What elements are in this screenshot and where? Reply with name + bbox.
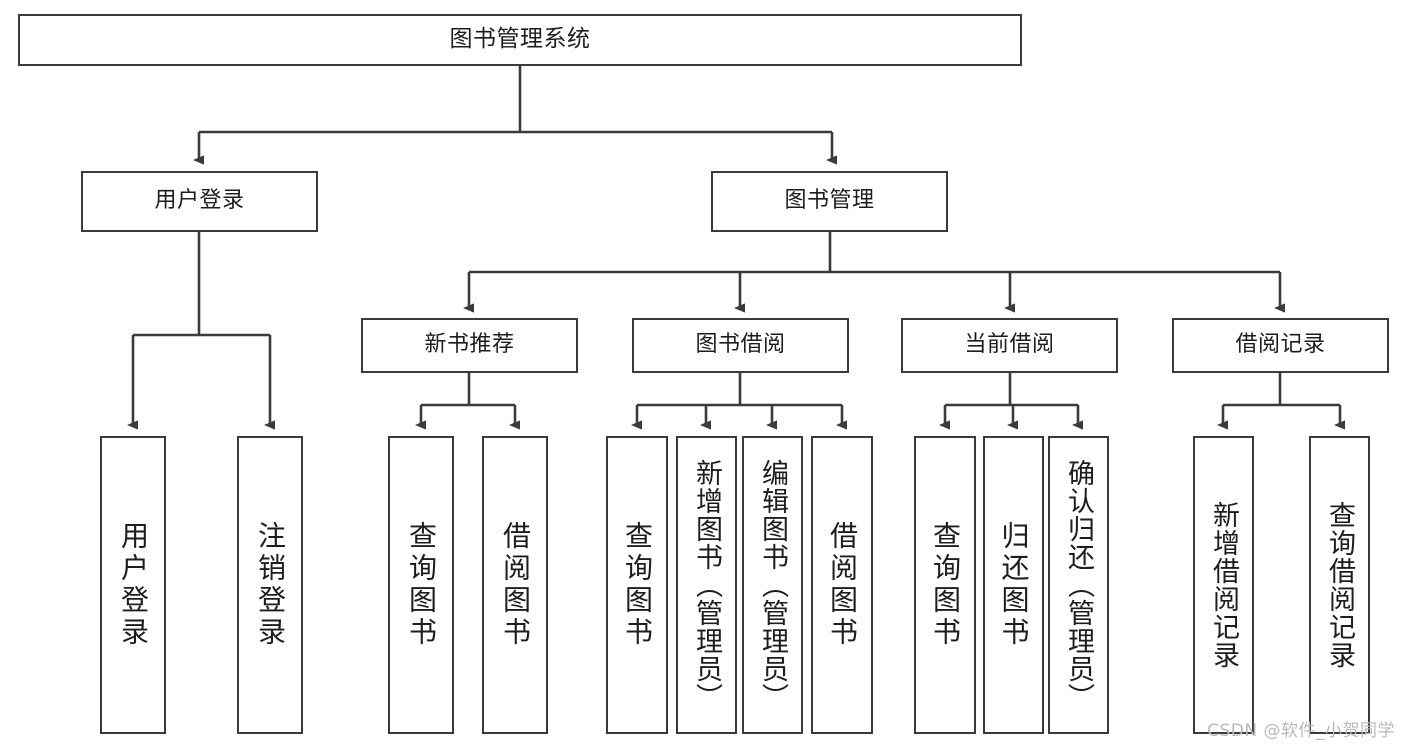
node-label: 图书管理系统 bbox=[449, 26, 591, 53]
node-leaf-query-borrow-record[interactable]: 查询借阅记录 bbox=[1309, 436, 1370, 734]
watermark: CSDN @软件_小贺同学 bbox=[1207, 721, 1395, 741]
node-book-borrow[interactable]: 图书借阅 bbox=[632, 318, 849, 373]
node-leaf-query-book-borrow[interactable]: 查询图书 bbox=[606, 436, 668, 734]
node-label: 借阅图书 bbox=[826, 521, 859, 649]
node-label: 借阅记录 bbox=[1235, 332, 1326, 358]
node-user-login[interactable]: 用户登录 bbox=[81, 171, 318, 232]
node-label: 当前借阅 bbox=[964, 332, 1055, 358]
node-label: 查询借阅记录 bbox=[1324, 501, 1355, 669]
node-label: 新增借阅记录 bbox=[1208, 501, 1239, 669]
node-current-borrow[interactable]: 当前借阅 bbox=[901, 318, 1118, 373]
node-leaf-user-login[interactable]: 用户登录 bbox=[100, 436, 166, 734]
node-label: 查询图书 bbox=[929, 521, 962, 649]
node-new-book-recommend[interactable]: 新书推荐 bbox=[361, 318, 578, 373]
node-leaf-add-book-admin[interactable]: 新增图书（管理员） bbox=[676, 436, 737, 734]
node-leaf-query-book-recommend[interactable]: 查询图书 bbox=[388, 436, 454, 734]
node-leaf-confirm-return-admin[interactable]: 确认归还（管理员） bbox=[1048, 436, 1109, 734]
node-book-management[interactable]: 图书管理 bbox=[711, 171, 948, 232]
node-leaf-query-book-current[interactable]: 查询图书 bbox=[914, 436, 976, 734]
node-leaf-return-book[interactable]: 归还图书 bbox=[983, 436, 1044, 734]
node-label: 用户登录 bbox=[117, 521, 150, 649]
node-leaf-logout-login[interactable]: 注销登录 bbox=[237, 436, 303, 734]
node-label: 编辑图书（管理员） bbox=[757, 459, 788, 711]
node-leaf-borrow-book[interactable]: 借阅图书 bbox=[811, 436, 873, 734]
node-label: 查询图书 bbox=[621, 521, 654, 649]
node-label: 用户登录 bbox=[154, 188, 245, 214]
node-label: 新增图书（管理员） bbox=[691, 459, 722, 711]
node-label: 图书借阅 bbox=[695, 332, 786, 358]
node-borrow-record[interactable]: 借阅记录 bbox=[1172, 318, 1389, 373]
node-label: 查询图书 bbox=[405, 521, 438, 649]
node-label: 图书管理 bbox=[784, 188, 875, 214]
node-leaf-add-borrow-record[interactable]: 新增借阅记录 bbox=[1193, 436, 1254, 734]
node-label: 确认归还（管理员） bbox=[1063, 459, 1094, 711]
node-label: 借阅图书 bbox=[499, 521, 532, 649]
node-root-book-management-system[interactable]: 图书管理系统 bbox=[18, 14, 1022, 66]
node-label: 归还图书 bbox=[997, 521, 1031, 649]
node-leaf-edit-book-admin[interactable]: 编辑图书（管理员） bbox=[742, 436, 803, 734]
node-leaf-borrow-book-recommend[interactable]: 借阅图书 bbox=[482, 436, 548, 734]
node-label: 新书推荐 bbox=[424, 332, 515, 358]
node-label: 注销登录 bbox=[254, 521, 287, 649]
